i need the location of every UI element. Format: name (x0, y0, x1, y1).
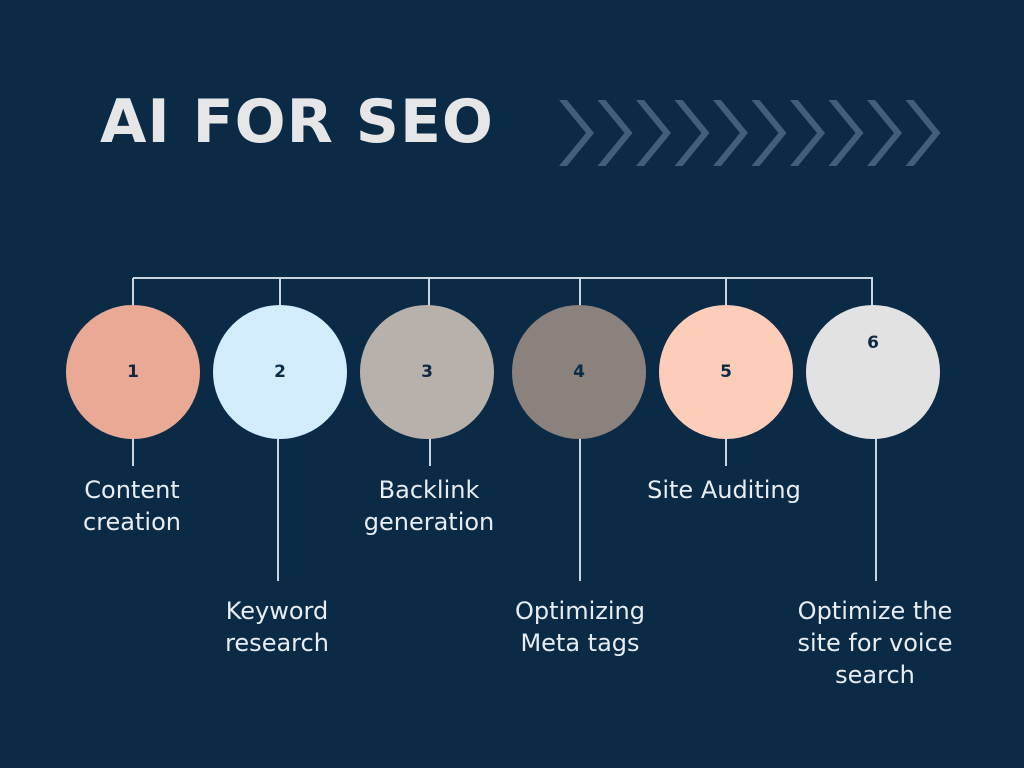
step-circle-4: 4 (512, 305, 646, 439)
step-number: 3 (421, 362, 433, 382)
step-circle-2: 2 (213, 305, 347, 439)
step-circle-1: 1 (66, 305, 200, 439)
step-label-4: Optimizing Meta tags (515, 597, 645, 657)
page-title: AI FOR SEO (100, 87, 494, 157)
step-label-1: Content creation (83, 476, 181, 536)
step-number: 4 (573, 362, 585, 382)
step-circle-5: 5 (659, 305, 793, 439)
step-label-3: Backlink generation (363, 476, 495, 536)
step-number: 2 (274, 362, 286, 382)
chevron-right-icon (559, 100, 941, 166)
step-number: 6 (867, 333, 879, 353)
step-label-5: Site Auditing (647, 476, 801, 504)
step-label-6: Optimize the site for voice search (797, 597, 953, 689)
step-number: 1 (127, 362, 139, 382)
chevron-arrows-decoration (559, 100, 941, 166)
step-number: 5 (720, 362, 732, 382)
step-circle-6: 6 (806, 305, 940, 439)
step-circle-3: 3 (360, 305, 494, 439)
step-label-2: Keyword research (225, 597, 329, 657)
